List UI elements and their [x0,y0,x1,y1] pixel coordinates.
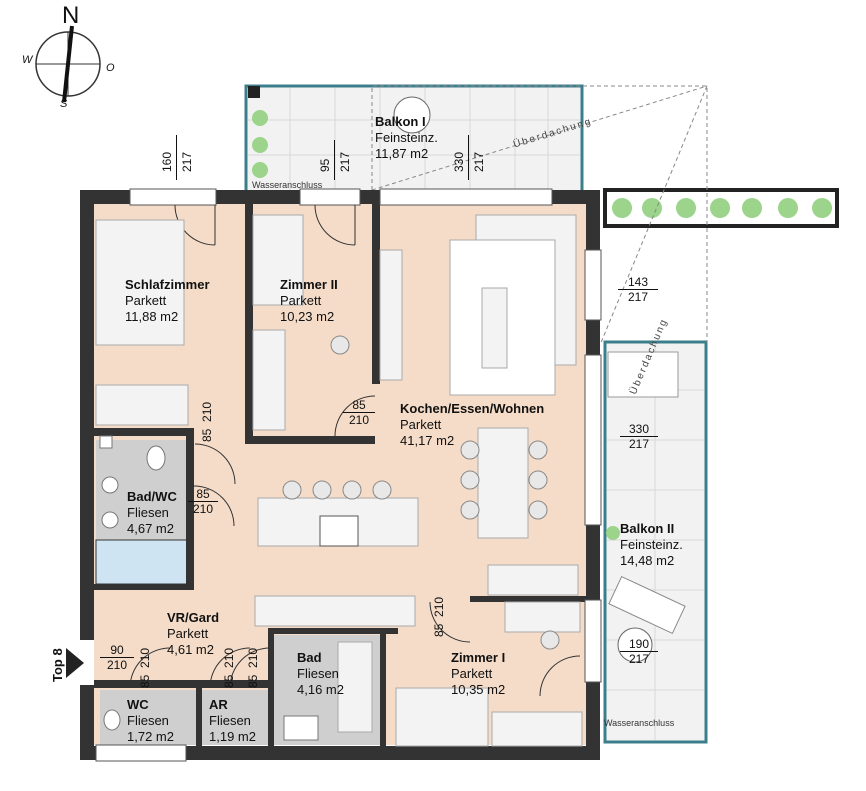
opening-dim: 85 210 [200,401,214,442]
plant-icon [252,162,268,178]
compass-s: S [60,98,68,110]
opening-dim: 95 [318,158,332,172]
opening-dim: 217 [472,151,486,172]
opening-dim: 85 210 [222,647,236,688]
table-icon [393,96,431,134]
entrance-arrow-icon [66,648,84,678]
opening-dim: 85 210 [138,647,152,688]
entrance-gap [80,640,94,685]
overhang-outline [371,85,708,342]
cooktop-icon [319,515,359,547]
lounger-icon [607,351,679,398]
compass-o: O [106,62,115,74]
windows [95,188,602,762]
opening-dim: 160 [160,151,174,172]
opening-dim: 330 [452,151,466,172]
chairs [282,335,560,650]
plant-icon [606,526,620,540]
note-wasseranschluss: Wasseranschluss [604,718,675,728]
sanitary [99,435,319,741]
opening-dim: 217 [180,151,194,172]
note-wasseranschluss: Wasseranschluss [252,180,323,190]
furniture [95,214,583,747]
opening-dim: 85 210 [432,596,446,637]
plant-icon [252,110,268,126]
ar-floor [198,690,268,745]
lounger-icon [608,575,686,635]
opening-dim: 217 [338,151,352,172]
unit-label: Top 8 [50,648,65,682]
compass-w: W [22,54,33,66]
opening-dim: 85 210 [246,647,260,688]
door-swings [129,204,581,697]
compass-n: N [62,2,80,29]
compass-icon [35,25,101,103]
table-icon [617,627,653,663]
plants-row [612,198,832,218]
plant-icon [252,137,268,153]
